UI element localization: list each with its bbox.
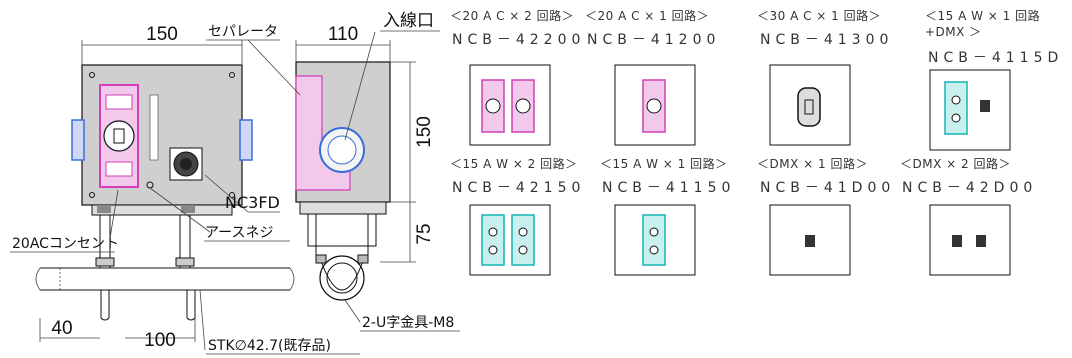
label-separator: セパレータ [208,24,278,40]
variant-header: ＜15 A W × 1 回路＞ [600,156,728,171]
label-nc3fd: NC3FD [225,193,280,212]
variant-ncb-41150: ＜15 A W × 1 回路＞ NCB－41150 [600,156,735,276]
variant-ncb-41200: ＜20 A C × 1 回路＞ NCB－41200 [585,8,720,146]
variant-model: NCB－4115D [928,50,1063,66]
variant-model: NCB－41200 [587,32,720,48]
variant-header: ＜DMX × 1 回路＞ [757,156,868,171]
dimension-lines [39,31,416,351]
variant-model: NCB－41300 [760,32,893,48]
front-view [71,64,253,321]
variant-ncb-42150: ＜15 A W × 2 回路＞ NCB－42150 [450,156,585,276]
dim-spacing: 100 [144,330,176,351]
variant-model: NCB－41D00 [760,180,895,196]
side-view [295,61,391,301]
dim-offset: 40 [51,318,72,339]
variant-ncb-41d00: ＜DMX × 1 回路＞ NCB－41D00 [757,156,895,276]
pipe [35,267,295,291]
variant-header: ＜20 A C × 2 回路＞ [450,8,574,23]
variant-ncb-42d00: ＜DMX × 2 回路＞ NCB－42D00 [900,156,1037,276]
label-u-bolt: 2-U字金具-M8 [362,315,454,331]
dimension-texts: 150 110 150 75 40 100 [51,24,435,351]
callout-labels: セパレータ 入線口 NC3FD 20ACコンセント アースネジ 2-U字金具-M… [10,11,460,355]
label-outlet: 20ACコンセント [12,236,119,252]
variant-header-line2: +DMX ＞ [925,25,982,39]
variant-ncb-41300: ＜30 A C × 1 回路＞ NCB－41300 [757,8,893,146]
dim-bracket-height: 75 [414,223,435,244]
label-earth-screw: アースネジ [205,225,273,241]
dim-side-width: 110 [328,24,358,45]
variant-model: NCB－42150 [452,180,585,196]
variant-header: ＜20 A C × 1 回路＞ [585,8,709,23]
variant-header: ＜15 A W × 2 回路＞ [450,156,578,171]
label-pipe: STK∅42.7(既存品) [208,338,331,354]
variant-grid: ＜20 A C × 2 回路＞ NCB－42200 ＜20 A C × 1 回路… [450,8,1063,276]
dim-front-width: 150 [146,24,178,45]
variant-header: ＜15 A W × 1 回路 [925,8,1040,23]
variant-header: ＜DMX × 2 回路＞ [900,156,1011,171]
variant-model: NCB－41150 [602,180,735,196]
variant-ncb-4115d: ＜15 A W × 1 回路 +DMX ＞ NCB－4115D [925,8,1063,151]
variant-model: NCB－42200 [452,32,585,48]
variant-model: NCB－42D00 [902,180,1037,196]
variant-header: ＜30 A C × 1 回路＞ [757,8,881,23]
dim-side-height: 150 [414,116,435,148]
variant-ncb-42200: ＜20 A C × 2 回路＞ NCB－42200 [450,8,585,146]
label-inlet: 入線口 [383,11,434,31]
